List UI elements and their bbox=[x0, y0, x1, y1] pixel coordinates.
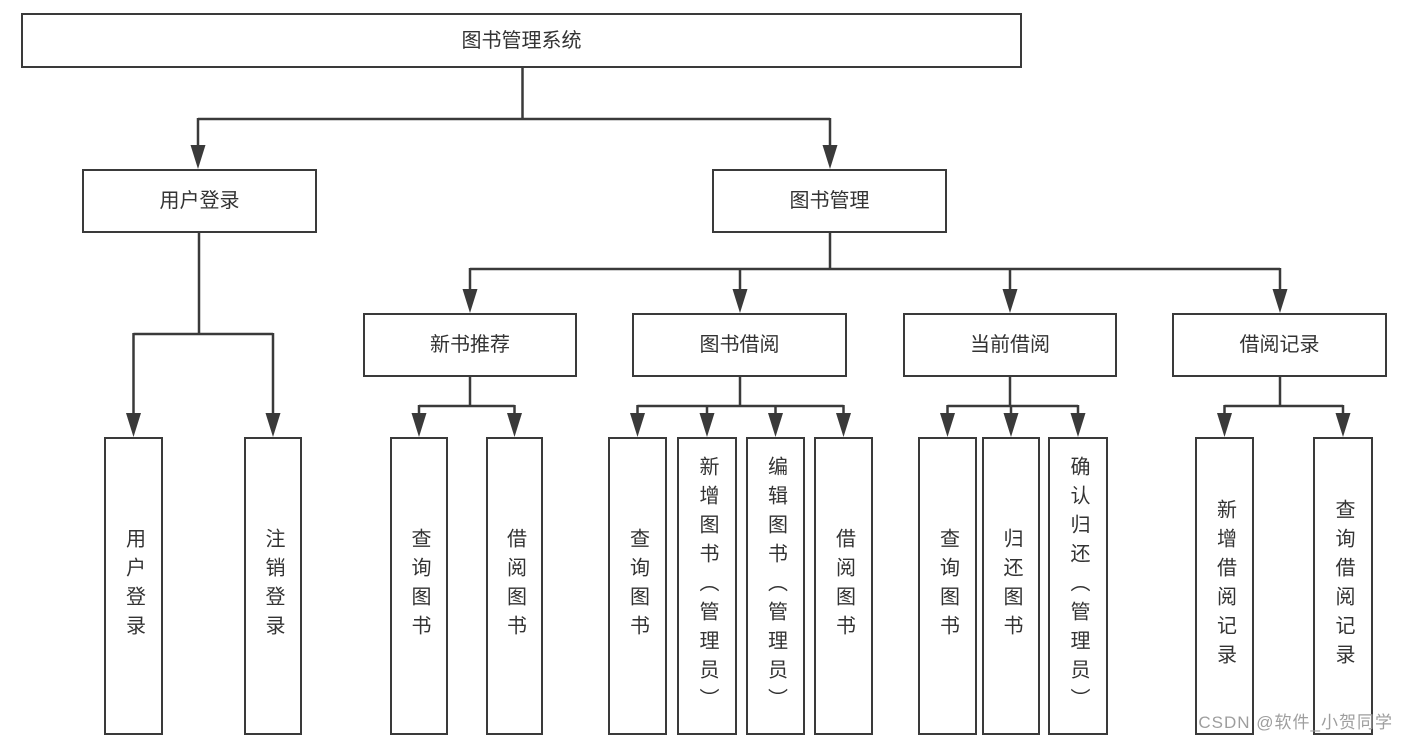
node-label: 查询图书 bbox=[626, 528, 649, 644]
node-book-management: 图书管理 bbox=[712, 169, 947, 233]
leaf-add-book-admin: 新增图书（管理员） bbox=[677, 437, 737, 735]
node-new-book-recommendation: 新书推荐 bbox=[363, 313, 577, 377]
node-current-borrowing: 当前借阅 bbox=[903, 313, 1117, 377]
csdn-watermark: CSDN @软件_小贺同学 bbox=[1198, 713, 1393, 732]
leaf-query-borrow-record: 查询借阅记录 bbox=[1313, 437, 1373, 735]
node-borrowing-records: 借阅记录 bbox=[1172, 313, 1387, 377]
node-label: 借阅记录 bbox=[1239, 334, 1320, 356]
node-user-login: 用户登录 bbox=[82, 169, 317, 233]
node-label: 借阅图书 bbox=[503, 528, 526, 644]
node-label: 借阅图书 bbox=[832, 528, 855, 644]
node-label: 图书管理系统 bbox=[461, 29, 582, 52]
leaf-user-login: 用户登录 bbox=[104, 437, 163, 735]
node-label: 新书推荐 bbox=[430, 334, 510, 356]
node-label: 图书借阅 bbox=[699, 334, 780, 356]
node-label: 归还图书 bbox=[1000, 528, 1022, 644]
leaf-query-books-current: 查询图书 bbox=[918, 437, 977, 735]
node-label: 编辑图书（管理员） bbox=[764, 455, 787, 717]
node-label: 新增图书（管理员） bbox=[696, 455, 718, 717]
node-book-borrowing: 图书借阅 bbox=[632, 313, 847, 377]
node-label: 查询借阅记录 bbox=[1332, 499, 1354, 673]
node-label: 查询图书 bbox=[936, 528, 959, 644]
leaf-borrow-books-recommend: 借阅图书 bbox=[486, 437, 543, 735]
leaf-add-borrow-record: 新增借阅记录 bbox=[1195, 437, 1254, 735]
leaf-logout: 注销登录 bbox=[244, 437, 302, 735]
node-label: 用户登录 bbox=[159, 190, 240, 212]
leaf-borrow-books: 借阅图书 bbox=[814, 437, 873, 735]
node-library-management-system: 图书管理系统 bbox=[21, 13, 1022, 68]
node-label: 确认归还（管理员） bbox=[1067, 455, 1089, 717]
node-label: 当前借阅 bbox=[970, 334, 1050, 356]
node-label: 查询图书 bbox=[408, 528, 430, 644]
leaf-return-books: 归还图书 bbox=[982, 437, 1040, 735]
node-label: 用户登录 bbox=[122, 528, 145, 644]
node-label: 新增借阅记录 bbox=[1213, 499, 1236, 673]
leaf-confirm-return-admin: 确认归还（管理员） bbox=[1048, 437, 1108, 735]
node-label: 注销登录 bbox=[262, 528, 284, 644]
leaf-query-books-recommend: 查询图书 bbox=[390, 437, 448, 735]
leaf-query-books-borrowing: 查询图书 bbox=[608, 437, 667, 735]
node-label: 图书管理 bbox=[789, 190, 870, 212]
leaf-edit-book-admin: 编辑图书（管理员） bbox=[746, 437, 805, 735]
